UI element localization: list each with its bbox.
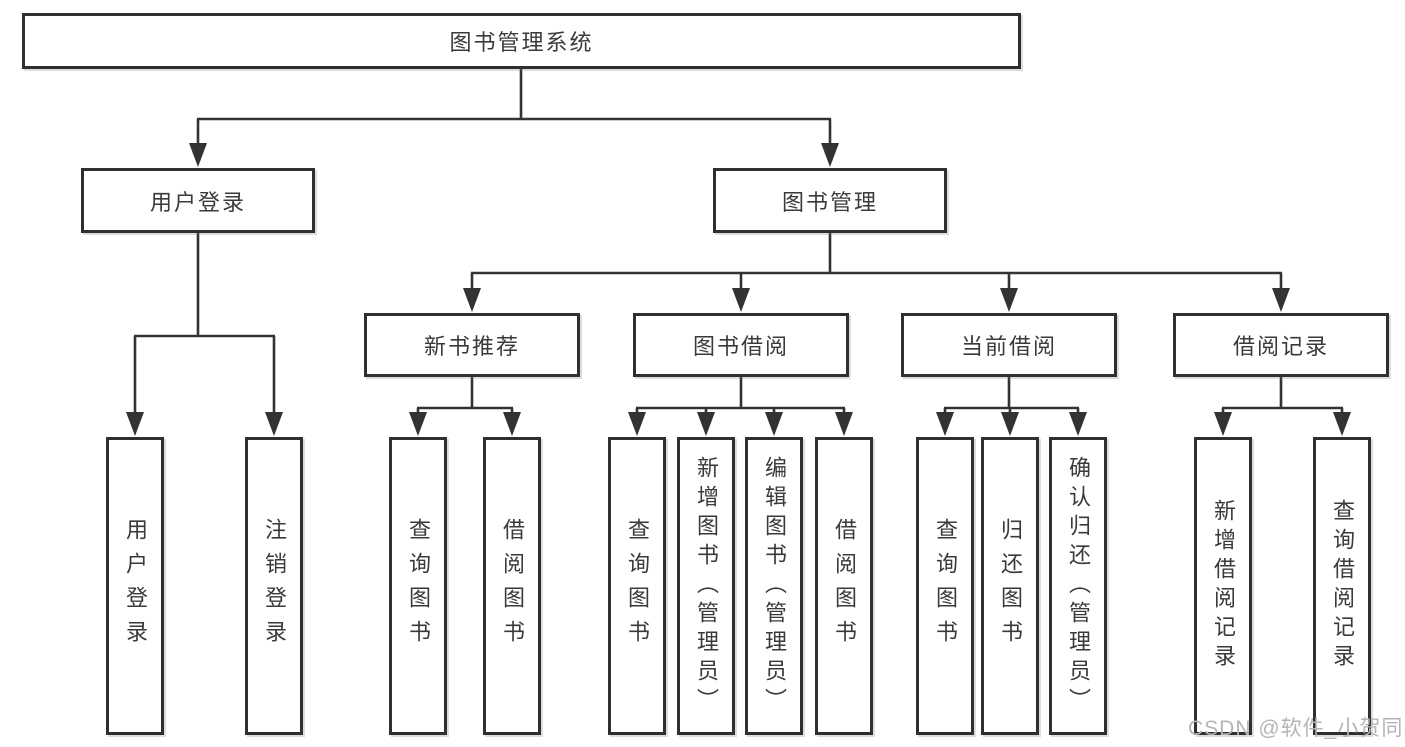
node-label: 借阅图书	[832, 518, 857, 654]
leaf-logout: 注销登录	[245, 437, 303, 735]
leaf-add-book-admin: 新增图书（管理员）	[677, 437, 735, 735]
leaf-borrow-books: 借阅图书	[483, 437, 541, 735]
node-label: 图书管理系统	[449, 30, 594, 55]
node-label: 当前借阅	[960, 334, 1057, 359]
leaf-user-login: 用户登录	[106, 437, 164, 735]
node-label: 新书推荐	[423, 334, 520, 359]
node-label: 新增借阅记录	[1211, 499, 1236, 673]
node-label: 查询图书	[933, 518, 958, 654]
node-label: 图书借阅	[692, 334, 789, 359]
node-label: 图书管理	[781, 189, 878, 215]
leaf-query-borrow-record: 查询借阅记录	[1313, 437, 1371, 735]
node-label: 查询图书	[625, 518, 650, 654]
node-label: 查询图书	[406, 518, 431, 654]
node-user-login: 用户登录	[81, 168, 315, 233]
leaf-add-borrow-record: 新增借阅记录	[1194, 437, 1252, 735]
node-current-borrowing: 当前借阅	[901, 313, 1117, 377]
leaf-confirm-return-admin: 确认归还（管理员）	[1049, 437, 1107, 735]
leaf-return-book: 归还图书	[981, 437, 1039, 735]
node-book-borrowing: 图书借阅	[633, 313, 849, 377]
node-label: 查询借阅记录	[1330, 499, 1355, 673]
node-label: 编辑图书（管理员）	[762, 455, 787, 717]
node-borrowing-records: 借阅记录	[1173, 313, 1389, 377]
node-label: 注销登录	[262, 518, 287, 654]
node-label: 用户登录	[123, 518, 148, 654]
node-label: 用户登录	[149, 189, 246, 215]
node-new-book-recommendation: 新书推荐	[364, 313, 580, 377]
leaf-edit-book-admin: 编辑图书（管理员）	[745, 437, 803, 735]
node-label: 借阅图书	[500, 518, 525, 654]
node-label: 确认归还（管理员）	[1066, 455, 1091, 717]
leaf-query-books: 查询图书	[608, 437, 666, 735]
node-label: 借阅记录	[1232, 334, 1329, 359]
leaf-query-books: 查询图书	[916, 437, 974, 735]
connector-arrowheads	[126, 143, 1351, 436]
leaf-borrow-books: 借阅图书	[815, 437, 873, 735]
node-book-management: 图书管理	[713, 168, 947, 233]
node-library-management-system: 图书管理系统	[22, 13, 1021, 69]
node-label: 新增图书（管理员）	[694, 455, 719, 717]
node-label: 归还图书	[998, 518, 1023, 654]
csdn-watermark: CSDN @软件_小贺同学	[1188, 717, 1405, 740]
leaf-query-books: 查询图书	[389, 437, 447, 735]
